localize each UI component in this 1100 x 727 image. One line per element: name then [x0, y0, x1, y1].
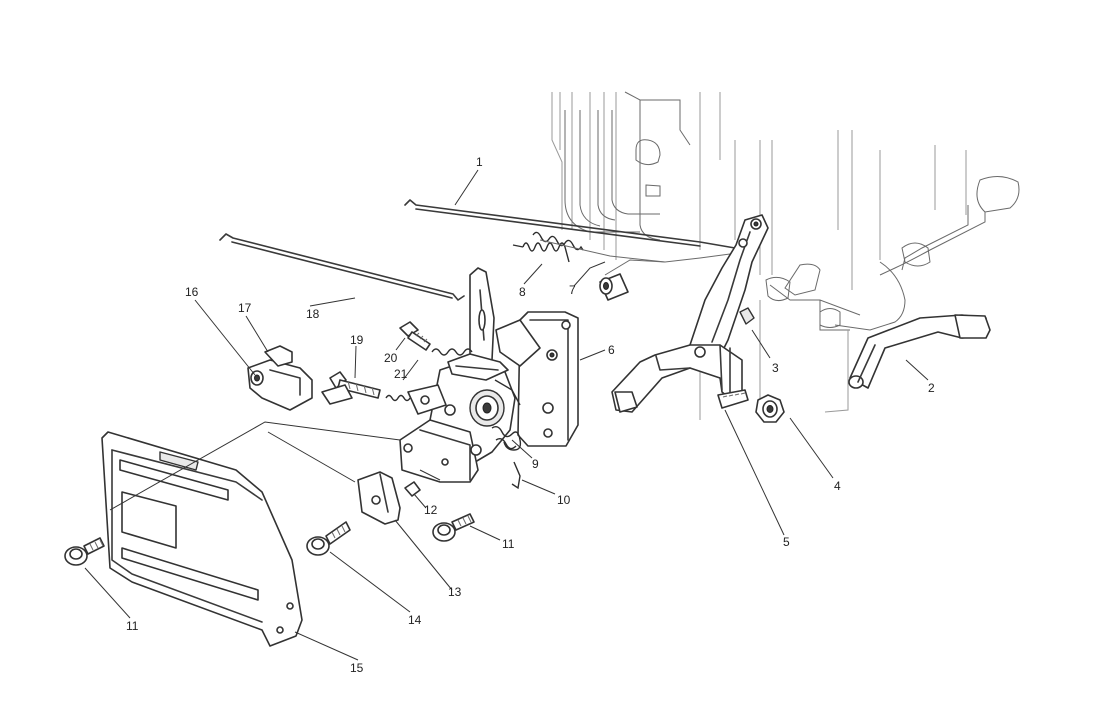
callout-labels: 1 2 3 4 5 6 7 8 9 10 11 11 12 13 14 15 1… [126, 155, 935, 675]
callout-14: 14 [408, 613, 422, 627]
callout-12: 12 [424, 503, 438, 517]
callout-10: 10 [557, 493, 571, 507]
callout-3: 3 [772, 361, 779, 375]
speed-lever [611, 214, 769, 413]
shoulder-bolt [306, 521, 351, 556]
callout-2: 2 [928, 381, 935, 395]
callout-19: 19 [350, 333, 364, 347]
callout-7: 7 [569, 283, 576, 297]
screw [399, 321, 431, 351]
callout-9: 9 [532, 457, 539, 471]
callout-13: 13 [448, 585, 462, 599]
callout-20: 20 [384, 351, 398, 365]
control-bracket-plate [495, 311, 579, 447]
flange-bolt-left [64, 537, 105, 566]
throttle-lever-arm [469, 267, 495, 369]
cable-clamp [357, 471, 401, 525]
callout-6: 6 [608, 343, 615, 357]
compression-spring [385, 348, 473, 402]
control-body [399, 359, 516, 483]
choke-link [247, 345, 353, 411]
small-pin [404, 481, 421, 497]
rocker-knob [447, 353, 509, 381]
flange-bolt-center [432, 513, 475, 542]
choke-lever-right [848, 314, 991, 389]
callout-1: 1 [476, 155, 483, 169]
callout-11-center: 11 [502, 537, 515, 551]
pivot-bushing [599, 259, 666, 301]
adjust-screw [329, 371, 381, 399]
callout-8: 8 [519, 285, 526, 299]
assembly-guide-lines [109, 421, 441, 511]
wire-clip [511, 461, 521, 490]
nut [755, 394, 785, 423]
engine-block-outline [551, 91, 1020, 420]
callout-4: 4 [834, 479, 841, 493]
callout-18: 18 [306, 307, 320, 321]
callout-5: 5 [783, 535, 790, 549]
leader-lines [84, 169, 929, 661]
callout-17: 17 [238, 301, 252, 315]
callout-11-left: 11 [126, 619, 139, 633]
cover-plate [101, 431, 303, 647]
callout-16: 16 [185, 285, 199, 299]
torsion-spring [491, 379, 522, 451]
callout-15: 15 [350, 661, 364, 675]
callout-21: 21 [394, 367, 408, 381]
choke-rod [219, 233, 465, 301]
